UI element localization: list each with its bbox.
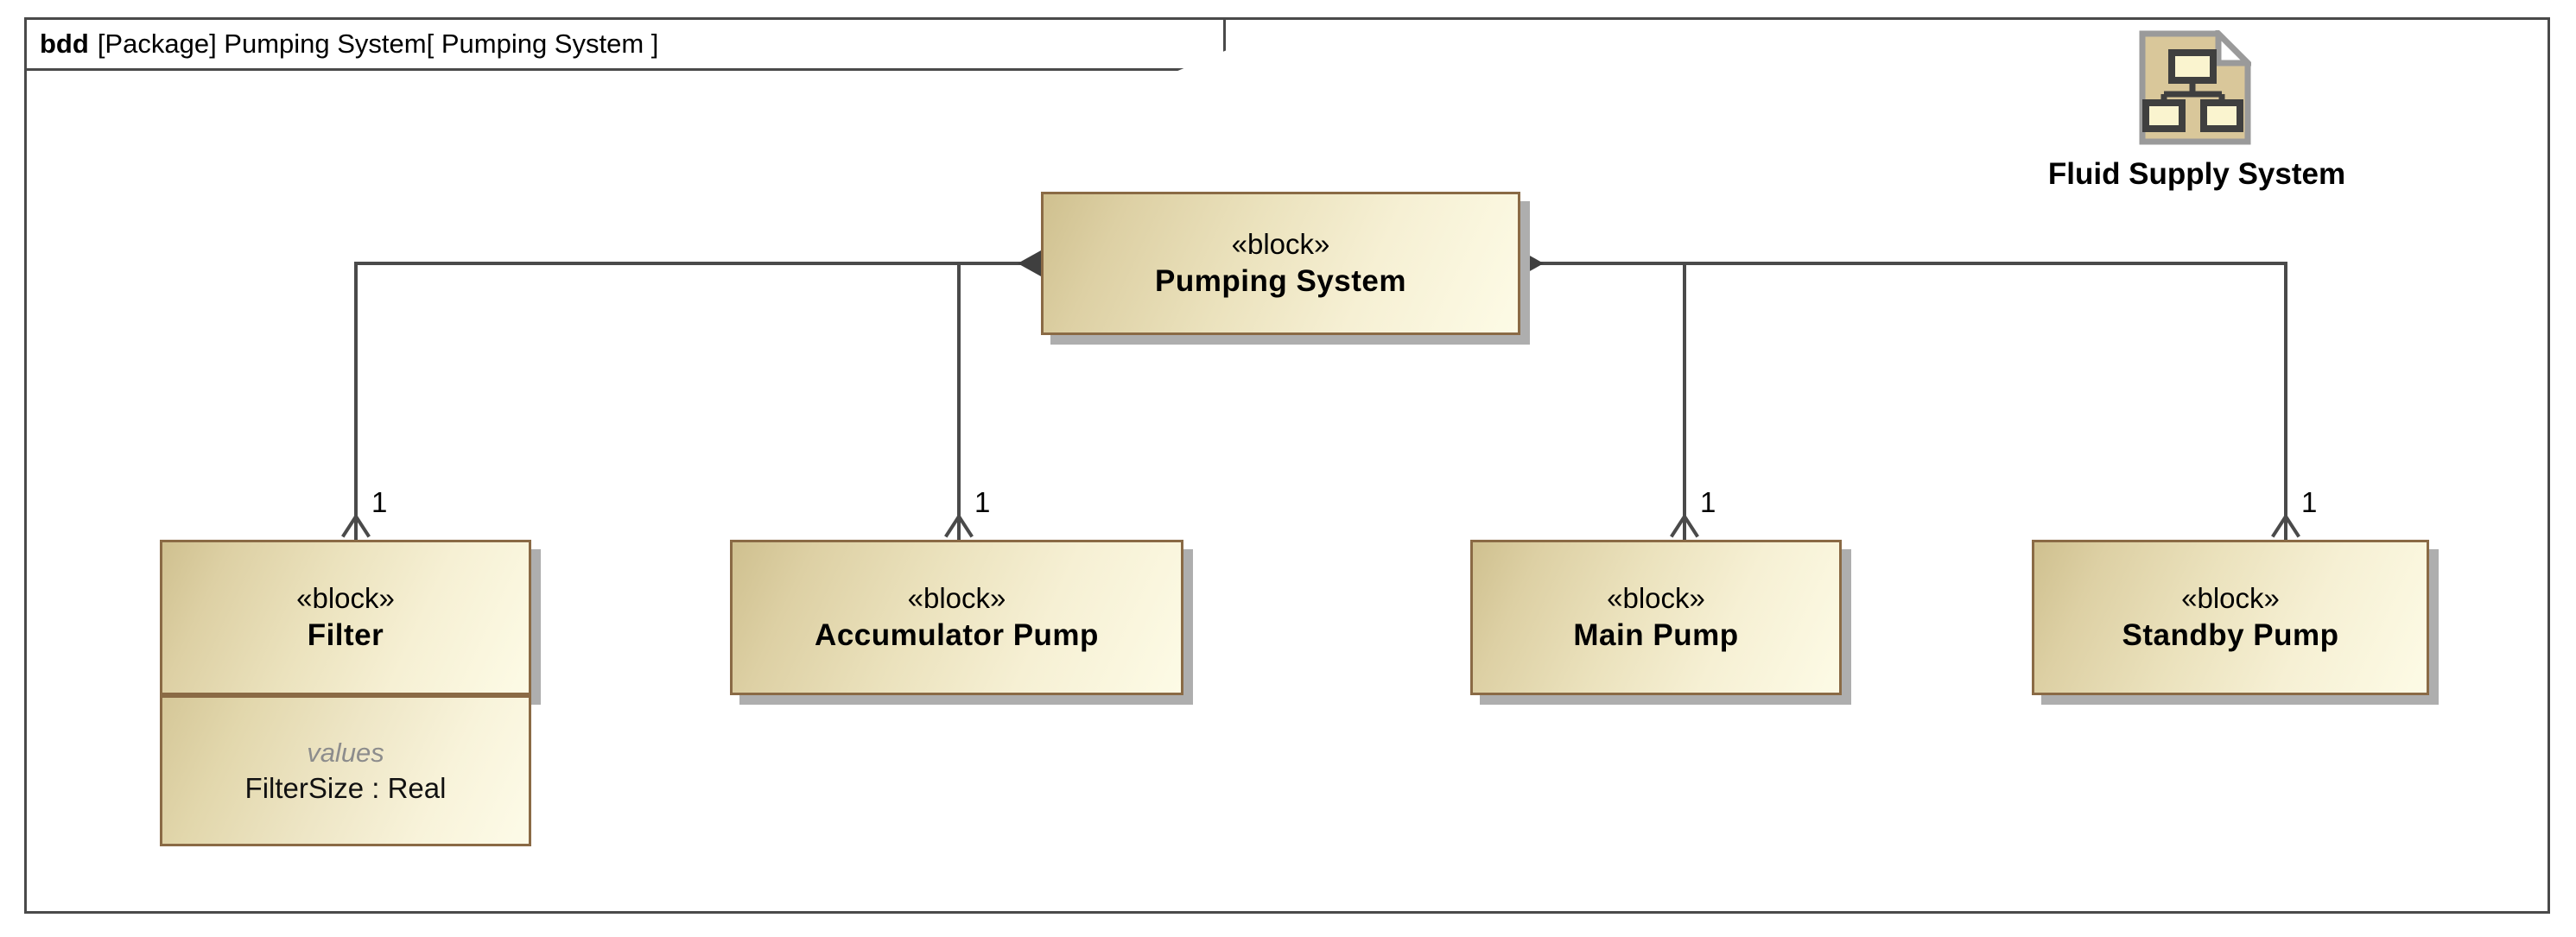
block-header-compartment: «block» Accumulator Pump bbox=[733, 542, 1181, 693]
diagram-frame-header-tab bbox=[24, 17, 1226, 71]
block-stereotype: «block» bbox=[907, 581, 1006, 614]
multiplicity-main-pump: 1 bbox=[1700, 486, 1716, 518]
block-header-compartment: «block» Filter bbox=[162, 542, 529, 693]
arrowhead-standby-pump bbox=[2271, 516, 2300, 539]
block-stereotype: «block» bbox=[296, 581, 395, 614]
connector-drop-main-pump bbox=[1683, 262, 1686, 540]
block-header-compartment: «block» Standby Pump bbox=[2034, 542, 2427, 693]
diagram-reference-label: Fluid Supply System bbox=[2047, 157, 2346, 191]
connector-drop-filter bbox=[354, 262, 358, 540]
connector-drop-standby-pump bbox=[2284, 262, 2287, 540]
diagram-page-icon-svg bbox=[2139, 26, 2256, 145]
block-filter[interactable]: «block» Filter values FilterSize : Real bbox=[160, 540, 531, 846]
block-accumulator-pump[interactable]: «block» Accumulator Pump bbox=[730, 540, 1183, 695]
block-stereotype: «block» bbox=[1231, 227, 1330, 260]
values-compartment-label: values bbox=[307, 737, 384, 768]
arrowhead-filter bbox=[341, 516, 371, 539]
multiplicity-filter: 1 bbox=[371, 486, 388, 518]
value-property-filtersize: FilterSize : Real bbox=[244, 771, 447, 804]
arrowhead-main-pump bbox=[1670, 516, 1699, 539]
block-stereotype: «block» bbox=[1607, 581, 1705, 614]
block-name: Pumping System bbox=[1155, 263, 1406, 298]
multiplicity-standby-pump: 1 bbox=[2301, 486, 2318, 518]
block-standby-pump[interactable]: «block» Standby Pump bbox=[2032, 540, 2429, 695]
connector-left-rail bbox=[354, 262, 1045, 265]
block-name: Standby Pump bbox=[2122, 617, 2339, 652]
block-header-compartment: «block» Main Pump bbox=[1473, 542, 1839, 693]
block-values-compartment: values FilterSize : Real bbox=[160, 695, 531, 846]
block-stereotype: «block» bbox=[2181, 581, 2280, 614]
diagram-frame bbox=[24, 17, 2550, 914]
multiplicity-accumulator-pump: 1 bbox=[974, 486, 991, 518]
block-name: Main Pump bbox=[1573, 617, 1739, 652]
block-main-pump[interactable]: «block» Main Pump bbox=[1470, 540, 1842, 695]
diagram-header-detail: [Package] Pumping System[ Pumping System… bbox=[97, 28, 659, 59]
block-header-compartment: «block» Pumping System bbox=[1044, 194, 1518, 332]
connector-right-rail bbox=[1520, 262, 2284, 265]
diagram-page-icon[interactable] bbox=[2139, 26, 2256, 145]
diagram-kind-label: bdd bbox=[40, 28, 89, 59]
arrowhead-accumulator-pump bbox=[944, 516, 974, 539]
diagram-frame-header-text: bdd [Package] Pumping System[ Pumping Sy… bbox=[24, 17, 1226, 71]
block-name: Filter bbox=[307, 617, 384, 652]
connector-drop-accumulator-pump bbox=[957, 262, 961, 540]
block-name: Accumulator Pump bbox=[815, 617, 1099, 652]
block-pumping-system[interactable]: «block» Pumping System bbox=[1041, 192, 1520, 335]
